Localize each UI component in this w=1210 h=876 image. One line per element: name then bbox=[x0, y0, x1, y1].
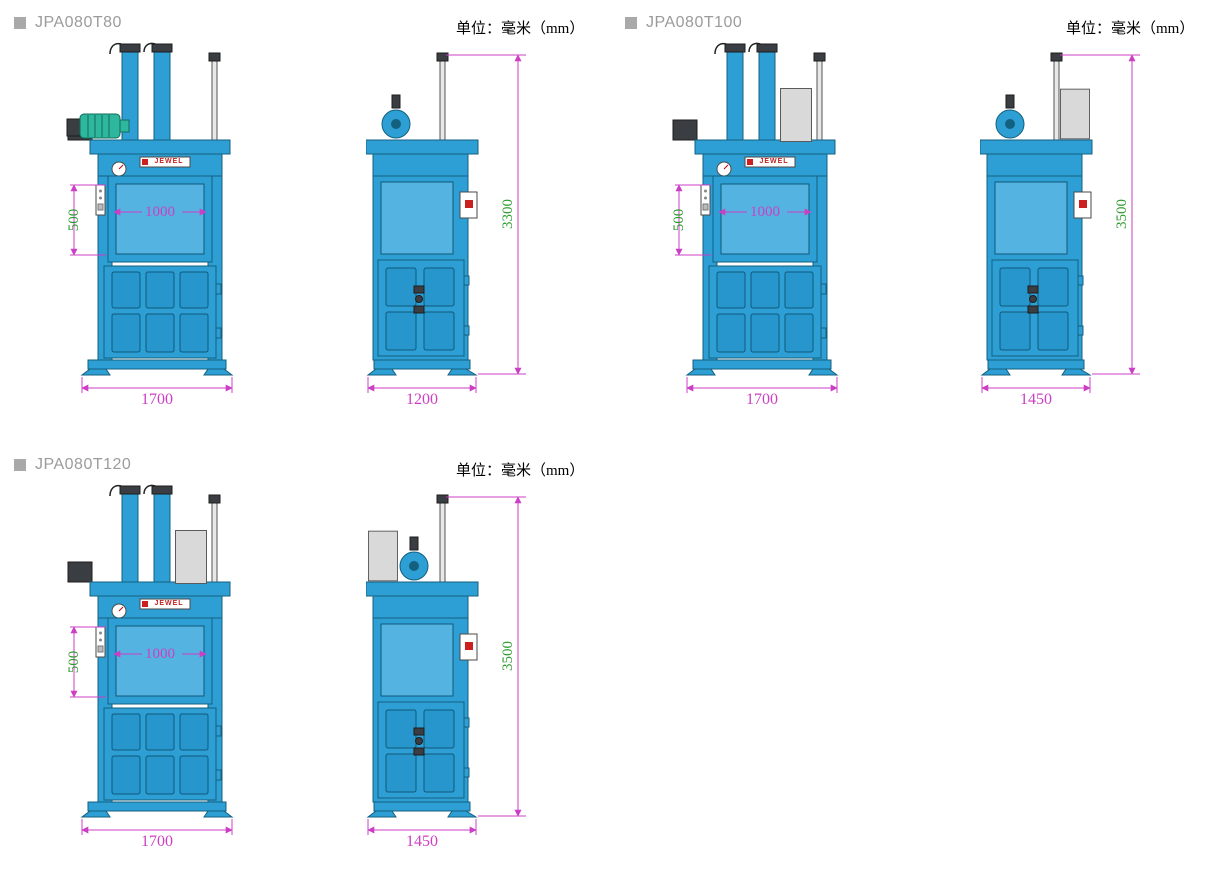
unit-label: 单位：毫米（mm） bbox=[1066, 21, 1195, 37]
side-view: 3300 1200 bbox=[366, 40, 541, 408]
model-name: JPA080T100 bbox=[646, 14, 743, 31]
brand-logo-text: JEWEL bbox=[154, 158, 184, 165]
model-header: JPA080T80 bbox=[14, 14, 122, 32]
dim-overall-width: 1700 bbox=[141, 833, 173, 850]
front-view: JEWEL 1000 500 1700 bbox=[667, 40, 917, 408]
dim-opening-width: 1000 bbox=[145, 646, 175, 662]
dim-feed-height: 500 bbox=[671, 208, 687, 232]
model-header: JPA080T100 bbox=[625, 14, 742, 32]
dim-feed-height: 500 bbox=[66, 208, 82, 232]
dim-overall-depth: 1450 bbox=[1020, 391, 1052, 408]
dim-overall-depth: 1200 bbox=[406, 391, 438, 408]
dim-overall-height: 3500 bbox=[500, 641, 516, 671]
model-bullet-icon bbox=[14, 17, 26, 29]
model-name: JPA080T120 bbox=[35, 456, 132, 473]
model-bullet-icon bbox=[14, 459, 26, 471]
dim-feed-height: 500 bbox=[66, 650, 82, 674]
dim-opening-width: 1000 bbox=[750, 204, 780, 220]
brand-logo-text: JEWEL bbox=[759, 158, 789, 165]
front-view: JEWEL 1000 500 1700 bbox=[62, 482, 312, 850]
brand-logo-text: JEWEL bbox=[154, 600, 184, 607]
model-name: JPA080T80 bbox=[35, 14, 122, 31]
dim-overall-height: 3500 bbox=[1114, 199, 1130, 229]
dim-overall-width: 1700 bbox=[141, 391, 173, 408]
model-header: JPA080T120 bbox=[14, 456, 131, 474]
dim-opening-width: 1000 bbox=[145, 204, 175, 220]
dim-overall-width: 1700 bbox=[746, 391, 778, 408]
side-view: 3500 1450 bbox=[366, 482, 541, 850]
dim-overall-depth: 1450 bbox=[406, 833, 438, 850]
dim-overall-height: 3300 bbox=[500, 199, 516, 229]
model-bullet-icon bbox=[625, 17, 637, 29]
unit-label: 单位：毫米（mm） bbox=[456, 463, 585, 479]
front-view: JEWEL 1000 500 1700 bbox=[62, 40, 312, 408]
unit-label: 单位：毫米（mm） bbox=[456, 21, 585, 37]
side-view: 3500 1450 bbox=[980, 40, 1155, 408]
